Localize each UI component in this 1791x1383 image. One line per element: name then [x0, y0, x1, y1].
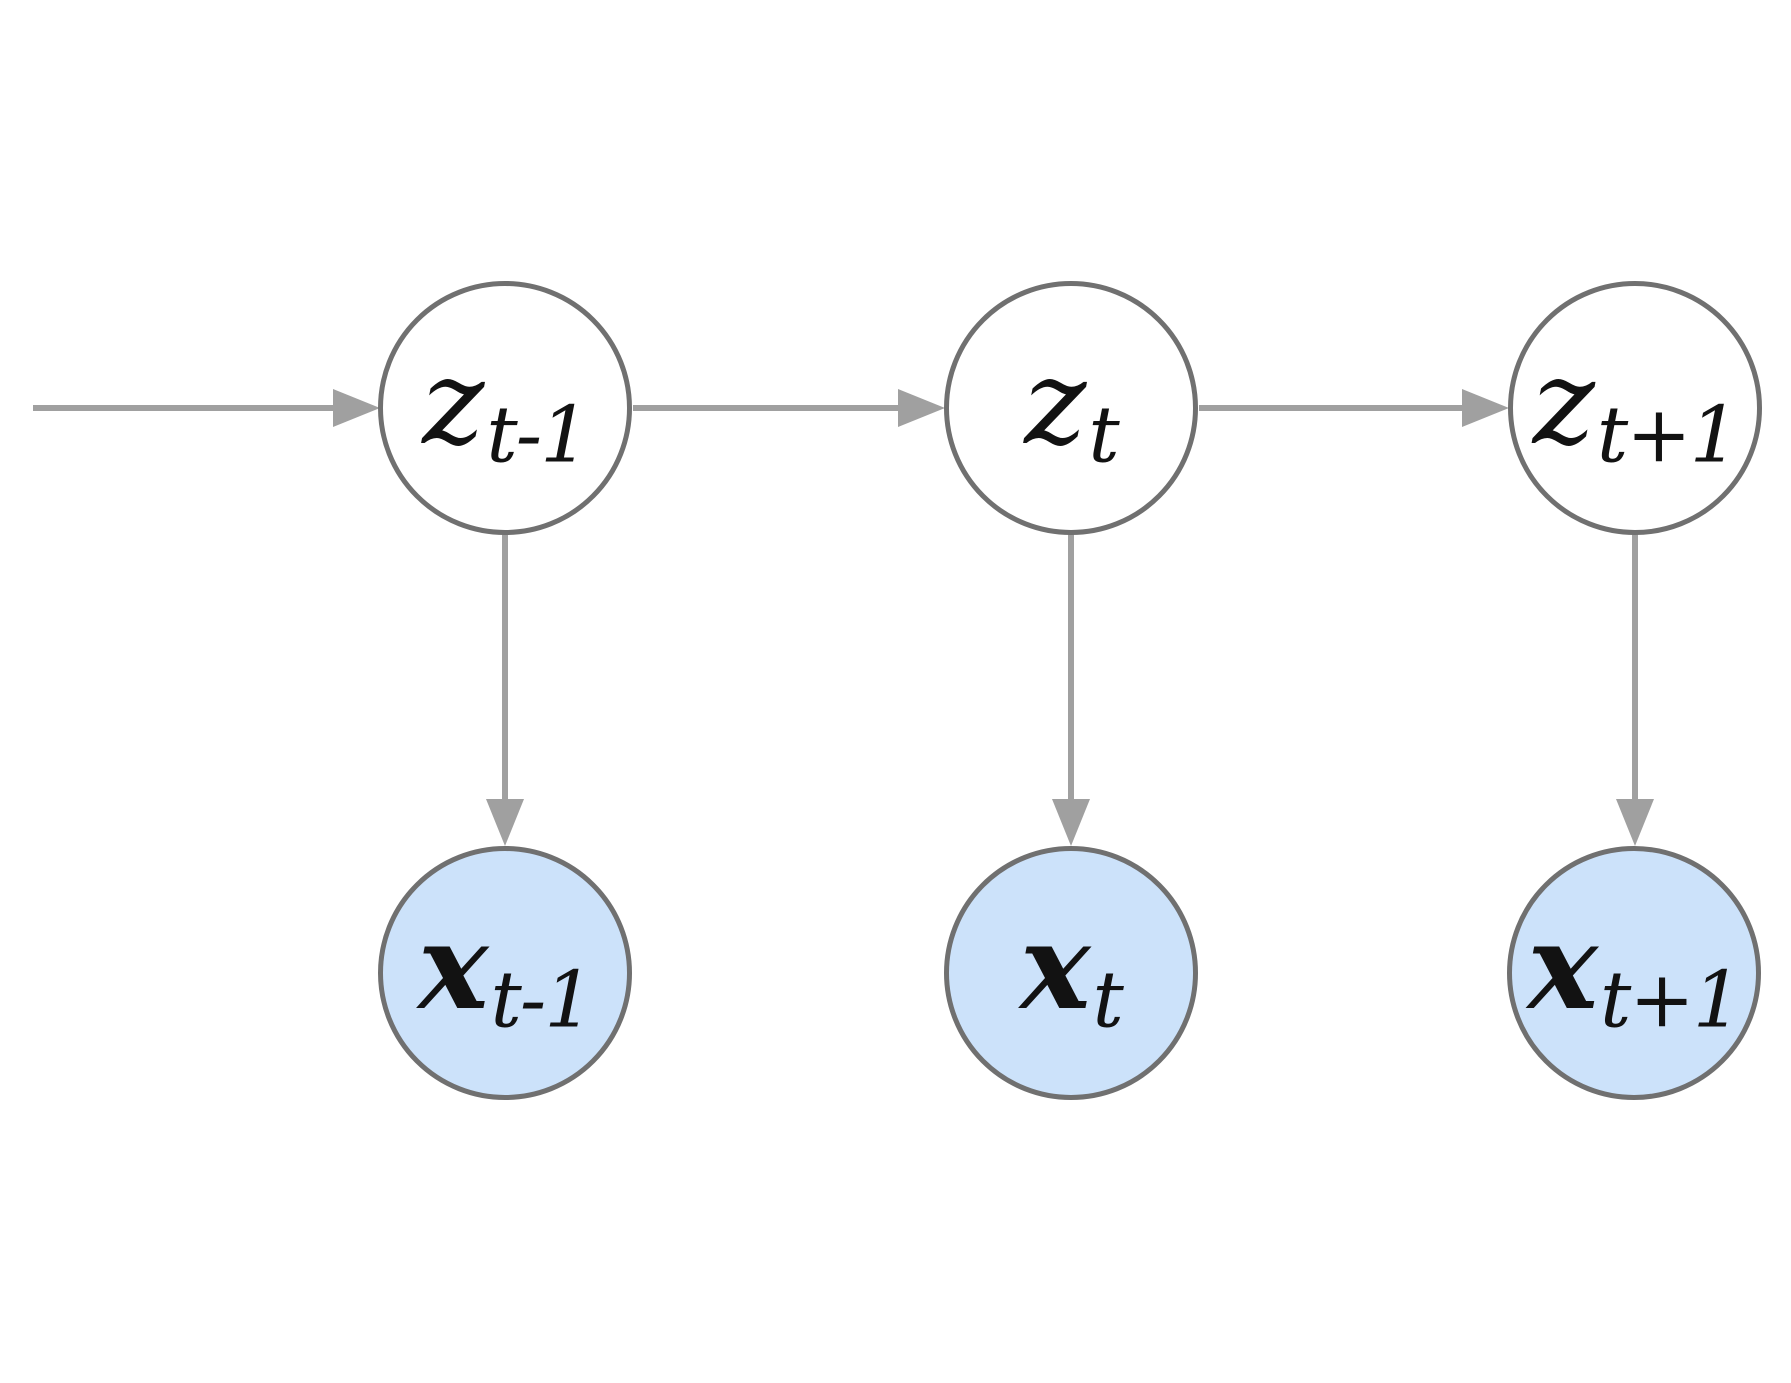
node-z-prev-label: z t-1 [422, 333, 590, 475]
node-x-prev: x t-1 [378, 846, 632, 1100]
variable-subscript: t+1 [1600, 955, 1742, 1046]
variable-subscript: t [1092, 955, 1124, 1046]
edge-z-prev-to-z-t [633, 389, 945, 427]
variable-symbol: z [1532, 333, 1595, 471]
variable-subscript: t+1 [1596, 390, 1739, 481]
node-x-next: x t+1 [1507, 846, 1761, 1100]
edge-z-prev-to-x-prev [486, 534, 524, 846]
node-z-next: z t+1 [1508, 281, 1762, 535]
variable-subscript: t-1 [490, 955, 594, 1046]
node-z-prev: z t-1 [378, 281, 632, 535]
node-x-t-label: x t [1020, 897, 1124, 1040]
node-x-next-label: x t+1 [1527, 897, 1743, 1040]
variable-subscript: t-1 [486, 390, 589, 481]
node-z-next-label: z t+1 [1532, 333, 1740, 475]
variable-symbol: x [1527, 897, 1599, 1036]
node-z-t: z t [944, 281, 1198, 535]
edge-z-next-to-x-next [1616, 534, 1654, 846]
variable-symbol: x [418, 897, 489, 1036]
variable-subscript: t [1088, 390, 1119, 481]
edge-z-t-to-x-t [1052, 534, 1090, 846]
variable-symbol: z [1024, 333, 1087, 471]
variable-symbol: x [1020, 897, 1091, 1036]
edge-z-t-to-z-next [1199, 389, 1509, 427]
node-x-prev-label: x t-1 [418, 897, 594, 1040]
node-x-t: x t [944, 846, 1198, 1100]
node-z-t-label: z t [1024, 333, 1120, 475]
variable-symbol: z [422, 333, 485, 471]
edge-incoming-to-z-prev [33, 389, 380, 427]
